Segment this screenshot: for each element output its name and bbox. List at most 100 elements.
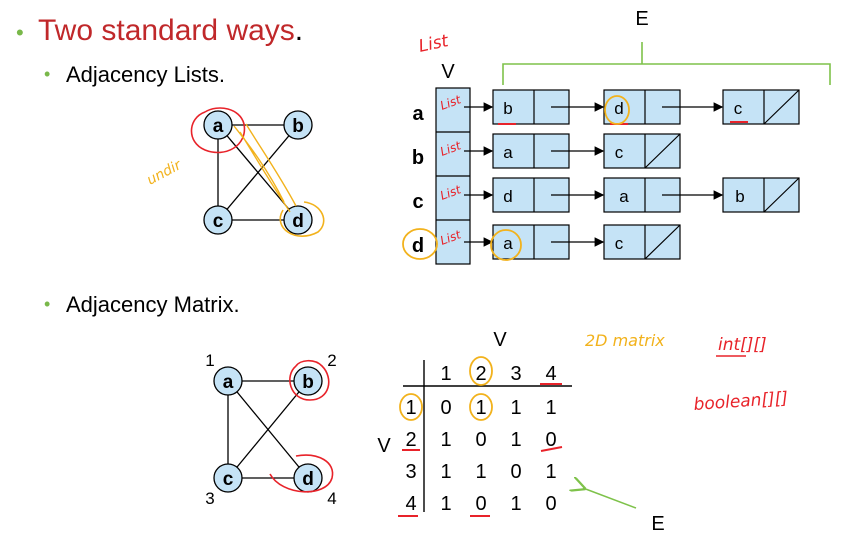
list-node-value: a bbox=[503, 234, 513, 253]
matrix-cell: 1 bbox=[440, 493, 451, 515]
section-label-matrix: Adjacency Matrix. bbox=[66, 292, 240, 317]
ink-note-int-type: int[][] bbox=[718, 335, 767, 355]
node-number: 1 bbox=[205, 351, 214, 370]
graph-node bbox=[203, 205, 233, 235]
matrix-e-label: E bbox=[651, 513, 664, 535]
list-node-value: d bbox=[503, 187, 512, 206]
list-node-value: b bbox=[503, 99, 512, 118]
graph-edge bbox=[217, 124, 299, 221]
graph-node-label: c bbox=[223, 469, 234, 490]
null-pointer bbox=[763, 89, 800, 125]
ink-note-boolean-type: boolean[][] bbox=[693, 388, 789, 415]
list-node-value: c bbox=[615, 234, 624, 253]
slide-heading: Two standard ways. bbox=[38, 14, 304, 47]
ink-circle-orange bbox=[469, 356, 493, 386]
e-bracket bbox=[502, 42, 831, 85]
graph-node bbox=[203, 110, 233, 140]
node-number: 3 bbox=[205, 489, 214, 508]
ink-circle-red bbox=[190, 107, 246, 154]
matrix-cell: 0 bbox=[475, 493, 486, 515]
ink-circle-orange bbox=[279, 201, 325, 237]
matrix-cell: 0 bbox=[475, 429, 486, 451]
list-node-value: d bbox=[614, 99, 623, 118]
bullet-icon: • bbox=[44, 294, 51, 314]
ink-note-undir: undir bbox=[144, 157, 185, 189]
list-node bbox=[722, 89, 800, 125]
vertex-label: c bbox=[412, 191, 423, 213]
matrix-col-header: 2 bbox=[475, 363, 486, 385]
graph-node bbox=[293, 366, 323, 396]
matrix-row-header: 3 bbox=[405, 461, 416, 483]
matrix-cell: 0 bbox=[545, 493, 556, 515]
handwritten-notes: 2D matrix int[][] boolean[][] bbox=[585, 331, 789, 415]
matrix-row-header: 2 bbox=[405, 429, 416, 451]
graph-node-label: c bbox=[213, 211, 224, 232]
graph-node-label: b bbox=[292, 116, 304, 137]
list-node bbox=[603, 133, 681, 169]
list-node-value: b bbox=[735, 187, 744, 206]
e-pointer-arrow bbox=[583, 488, 637, 509]
matrix-cell: 1 bbox=[510, 397, 521, 419]
ink-note-list: List bbox=[417, 31, 452, 57]
ink-note-2d-matrix: 2D matrix bbox=[585, 331, 665, 350]
matrix-cell: 1 bbox=[475, 461, 486, 483]
matrix-cell: 1 bbox=[440, 461, 451, 483]
list-node-value: a bbox=[619, 187, 629, 206]
vertex-label: a bbox=[412, 103, 424, 125]
list-node-value: c bbox=[734, 99, 743, 118]
graph-bottom: a b c d 1 2 3 4 bbox=[205, 351, 336, 508]
matrix-cell: 1 bbox=[510, 429, 521, 451]
node-number: 2 bbox=[327, 351, 336, 370]
graph-node-label: a bbox=[213, 116, 224, 137]
graph-node bbox=[213, 463, 243, 493]
list-e-label: E bbox=[635, 8, 648, 30]
graph-node-label: d bbox=[292, 211, 304, 232]
graph-node bbox=[283, 110, 313, 140]
section-label-lists: Adjacency Lists. bbox=[66, 62, 225, 87]
matrix-col-header: 1 bbox=[440, 363, 451, 385]
null-pointer bbox=[763, 177, 800, 213]
ink-circle-red bbox=[269, 454, 334, 493]
matrix-row-header: 1 bbox=[405, 397, 416, 419]
ink-circle-orange bbox=[402, 228, 438, 260]
ink-underline bbox=[540, 446, 563, 452]
vertex-label: d bbox=[412, 235, 424, 257]
graph-node bbox=[213, 366, 243, 396]
matrix-cell: 0 bbox=[545, 429, 556, 451]
matrix-cell: 0 bbox=[510, 461, 521, 483]
ink-circle-orange bbox=[490, 229, 522, 261]
graph-node-label: a bbox=[223, 372, 234, 393]
list-node-value: a bbox=[503, 143, 513, 162]
node-number: 4 bbox=[327, 489, 336, 508]
matrix-cell: 1 bbox=[475, 397, 486, 419]
list-v-label: V bbox=[441, 61, 455, 83]
ink-circle-orange bbox=[399, 393, 423, 421]
matrix-cell: 0 bbox=[440, 397, 451, 419]
ink-circle-orange bbox=[604, 95, 630, 125]
matrix-row-header: 4 bbox=[405, 493, 416, 515]
matrix-v-top-label: V bbox=[493, 329, 507, 351]
matrix-cell: 1 bbox=[545, 397, 556, 419]
ink-circle-red bbox=[289, 359, 330, 401]
bullet-icon: • bbox=[44, 64, 51, 84]
bullet-icon: • bbox=[16, 20, 24, 45]
adjacency-list-diagram: V E a b c d b d c a c bbox=[402, 8, 831, 265]
null-pointer bbox=[644, 224, 681, 260]
null-pointer bbox=[644, 133, 681, 169]
list-node bbox=[722, 177, 800, 213]
graph-node bbox=[283, 205, 313, 235]
list-node-value: c bbox=[615, 143, 624, 162]
matrix-col-header: 4 bbox=[545, 363, 556, 385]
vertex-label: b bbox=[412, 147, 424, 169]
graph-top: a b c d undir bbox=[144, 107, 325, 237]
matrix-cell: 1 bbox=[440, 429, 451, 451]
graph-node-label: b bbox=[302, 372, 314, 393]
matrix-col-header: 3 bbox=[510, 363, 521, 385]
matrix-v-side-label: V bbox=[377, 435, 391, 457]
matrix-cell: 1 bbox=[510, 493, 521, 515]
ink-circle-orange bbox=[469, 393, 493, 421]
ink-scribble-orange bbox=[233, 123, 297, 213]
graph-node-label: d bbox=[302, 469, 314, 490]
graph-edge bbox=[227, 380, 309, 479]
